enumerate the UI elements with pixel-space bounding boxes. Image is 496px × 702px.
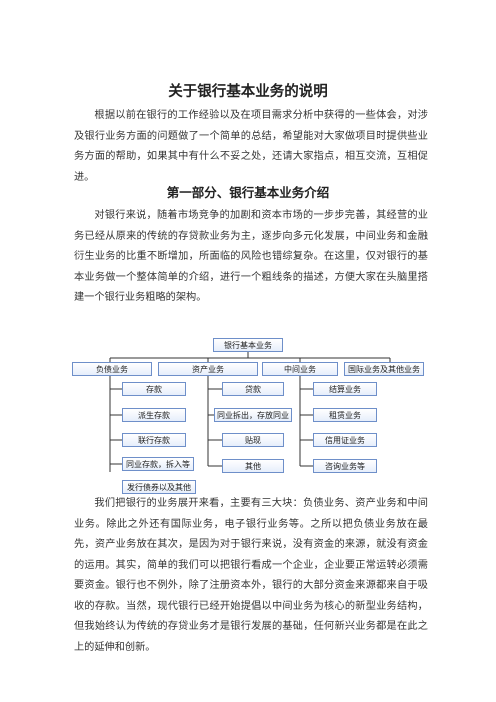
section-heading: 第一部分、银行基本业务介绍	[166, 185, 330, 200]
intermediary-item-consulting: 咨询业务等	[313, 459, 377, 473]
category-intermediary: 中间业务	[262, 362, 338, 376]
intermediary-item-leasing: 租赁业务	[313, 408, 377, 422]
category-asset: 资产业务	[158, 362, 258, 376]
org-root-node: 银行基本业务	[213, 338, 283, 352]
liability-item-derived-deposit: 派生存款	[122, 408, 186, 422]
category-international: 国际业务及其他业务	[344, 362, 424, 376]
asset-item-interbank-lending: 同业拆出，存放同业	[214, 408, 292, 422]
liability-item-interbank-borrowing: 同业存款，拆入等	[122, 457, 194, 471]
page-title: 关于银行基本业务的说明	[168, 84, 328, 100]
intermediary-item-settlement: 结算业务	[313, 382, 377, 396]
liability-item-interbank-deposit: 联行存款	[122, 433, 186, 447]
liability-item-bonds: 发行债券以及其他	[122, 480, 196, 494]
liability-item-deposit: 存款	[122, 382, 186, 396]
asset-item-loan: 贷款	[222, 382, 284, 396]
asset-item-discount: 贴现	[222, 433, 284, 447]
category-liability: 负债业务	[72, 362, 152, 376]
intermediary-item-letter-of-credit: 信用证业务	[313, 433, 377, 447]
asset-item-other: 其他	[222, 459, 284, 473]
section-paragraph-2: 我们把银行的业务展开来看，主要有三大块：负债业务、资产业务和中间业务。除此之外还…	[74, 498, 428, 653]
intro-paragraph: 根据以前在银行的工作经验以及在项目需求分析中获得的一些体会，对涉及银行业务方面的…	[74, 110, 428, 183]
section-paragraph-1: 对银行来说，随着市场竞争的加剧和资本市场的一步步完善，其经营的业务已经从原来的传…	[74, 210, 428, 303]
